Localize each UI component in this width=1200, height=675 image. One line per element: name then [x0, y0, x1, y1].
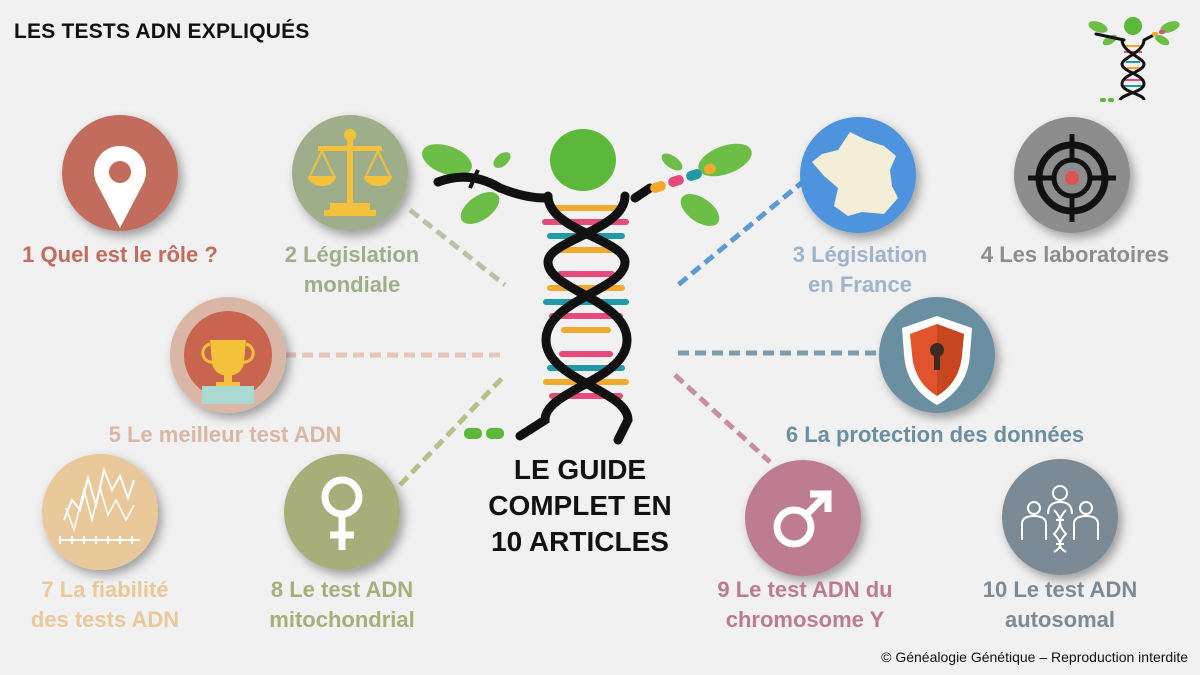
article-6-label[interactable]: 6 La protection des données: [785, 422, 1085, 447]
trophy-icon: [201, 340, 255, 404]
connector-9: [673, 373, 772, 464]
scales-icon: [308, 129, 392, 216]
article-2-label-line-2: mondiale: [303, 272, 401, 297]
guide-caption-line-2: COMPLET EN: [488, 490, 672, 521]
article-6-circle[interactable]: [879, 297, 995, 413]
guide-caption: LE GUIDE COMPLET EN 10 ARTICLES: [455, 452, 705, 560]
article-2-circle[interactable]: [292, 115, 408, 231]
page-title: LES TESTS ADN EXPLIQUÉS: [14, 20, 310, 43]
connector-3: [676, 178, 807, 287]
dna-character-illustration: [422, 129, 752, 445]
article-9-circle[interactable]: [745, 460, 861, 576]
france-map-icon: [812, 132, 898, 216]
connector-2: [408, 208, 507, 287]
article-9-label[interactable]: 9 Le test ADN du chromosome Y: [680, 575, 930, 635]
article-8-label[interactable]: 8 Le test ADN mitochondrial: [232, 575, 452, 635]
target-icon: [1028, 134, 1116, 222]
article-10-label-line-2: autosomal: [1004, 607, 1116, 632]
article-10-circle[interactable]: [1002, 459, 1118, 575]
article-4-circle[interactable]: [1014, 117, 1130, 233]
line-graph-icon: [59, 466, 140, 544]
copyright-notice: © Généalogie Génétique – Reproduction in…: [881, 649, 1188, 665]
article-4-label[interactable]: 4 Les laboratoires: [980, 242, 1170, 267]
article-7-label[interactable]: 7 La fiabilité des tests ADN: [0, 575, 210, 635]
shield-icon: [902, 316, 972, 405]
article-1-label[interactable]: 1 Quel est le rôle ?: [22, 242, 218, 267]
article-8-label-line-2: mitochondrial: [269, 607, 415, 632]
male-symbol-icon: [773, 490, 832, 548]
article-8-circle[interactable]: [284, 454, 400, 570]
article-9-label-line-2: chromosome Y: [725, 607, 885, 632]
article-2-label-line-1: 2 Législation: [284, 242, 420, 267]
article-3-label[interactable]: 3 Législation en France: [760, 240, 960, 300]
connectors: [285, 178, 880, 487]
article-5-label[interactable]: 5 Le meilleur test ADN: [108, 422, 342, 447]
female-symbol-icon: [321, 476, 363, 550]
guide-caption-line-1: LE GUIDE: [513, 454, 647, 485]
article-7-circle[interactable]: [42, 454, 158, 570]
article-9-label-line-1: 9 Le test ADN du: [717, 577, 893, 602]
article-3-label-line-1: 3 Législation: [792, 242, 928, 267]
article-7-label-line-2: des tests ADN: [30, 607, 180, 632]
article-3-circle[interactable]: [800, 117, 916, 233]
connector-8: [398, 373, 507, 487]
article-5-circle[interactable]: [170, 297, 286, 413]
logo-icon: [1088, 17, 1180, 102]
guide-caption-line-3: 10 ARTICLES: [491, 526, 669, 557]
article-10-label[interactable]: 10 Le test ADN autosomal: [945, 575, 1175, 635]
article-7-label-line-1: 7 La fiabilité: [41, 577, 169, 602]
article-8-label-line-1: 8 Le test ADN: [270, 577, 414, 602]
article-1-circle[interactable]: [62, 115, 178, 231]
location-pin-icon: [94, 145, 146, 228]
article-10-label-line-1: 10 Le test ADN: [982, 577, 1138, 602]
article-3-label-line-2: en France: [808, 272, 912, 297]
people-dna-icon: [1021, 485, 1099, 553]
article-2-label[interactable]: 2 Législation mondiale: [252, 240, 452, 300]
